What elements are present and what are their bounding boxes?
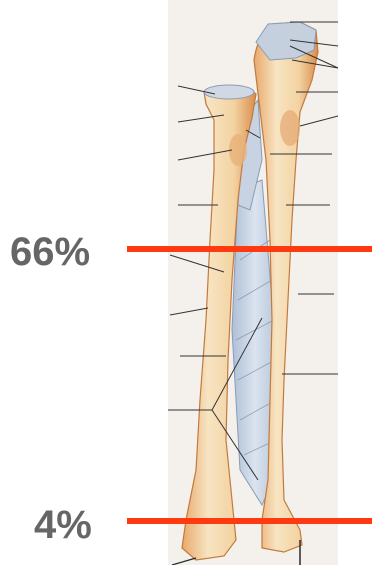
marker-line-4 [127,518,372,524]
marker-label-4: 4% [34,505,92,545]
ulnar-tuberosity [280,110,300,146]
ulna-head [204,85,254,99]
marker-line-66 [127,246,372,252]
marker-label-66: 66% [10,232,90,272]
